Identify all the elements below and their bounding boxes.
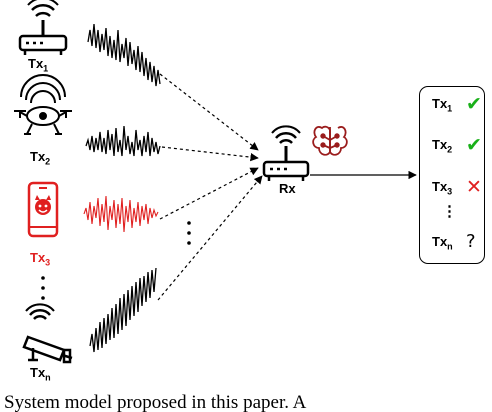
signal-arrows xyxy=(157,73,263,301)
camera-icon xyxy=(22,303,73,364)
result-label: Tx3 xyxy=(432,179,453,197)
checkmark-icon: ✔ xyxy=(466,134,482,156)
result-label: Txn xyxy=(432,234,453,252)
waveform-tx3 xyxy=(83,195,159,233)
arrow-tx3-rx xyxy=(159,167,259,220)
result-row-tx3: Tx3 ✕ xyxy=(420,176,486,198)
caption-text: System model proposed in this paper. A xyxy=(4,392,307,412)
results-panel: Tx1 ✔ Tx2 ✔ Tx3 ✕ ⋮ Txn ? xyxy=(419,86,485,264)
txn-label: Txn xyxy=(30,365,51,383)
waveform-txn xyxy=(89,267,157,353)
result-label: Tx2 xyxy=(432,137,453,155)
arrow-txn-rx xyxy=(157,175,263,301)
malicious-phone-icon xyxy=(27,181,59,238)
checkmark-icon: ✔ xyxy=(466,93,482,115)
result-row-txn: Txn ? xyxy=(420,231,486,253)
ellipsis-glyph: ⋮ xyxy=(442,203,457,220)
result-row-tx2: Tx2 ✔ xyxy=(420,134,486,156)
ellipsis-left xyxy=(41,276,45,300)
caption-fragment: System model proposed in this paper. A xyxy=(0,392,492,412)
result-label: Tx1 xyxy=(432,96,453,114)
waveform-tx1 xyxy=(87,23,161,87)
waveform-tx2 xyxy=(85,125,161,157)
drone-icon xyxy=(14,74,72,135)
question-icon: ? xyxy=(466,231,476,252)
arrow-tx1-rx xyxy=(159,73,259,151)
tx2-label: Tx2 xyxy=(30,149,51,167)
receiver-router-icon xyxy=(262,125,310,181)
arrow-tx2-rx xyxy=(161,146,259,162)
result-row-tx1: Tx1 ✔ xyxy=(420,93,486,115)
ellipsis-middle xyxy=(187,221,191,245)
router-icon xyxy=(18,0,68,55)
result-ellipsis: ⋮ xyxy=(420,199,486,221)
rx-label: Rx xyxy=(279,181,296,196)
neural-brain-icon xyxy=(312,125,348,156)
tx1-label: Tx1 xyxy=(28,56,49,74)
cross-icon: ✕ xyxy=(466,176,482,198)
tx3-label: Tx3 xyxy=(30,250,51,268)
